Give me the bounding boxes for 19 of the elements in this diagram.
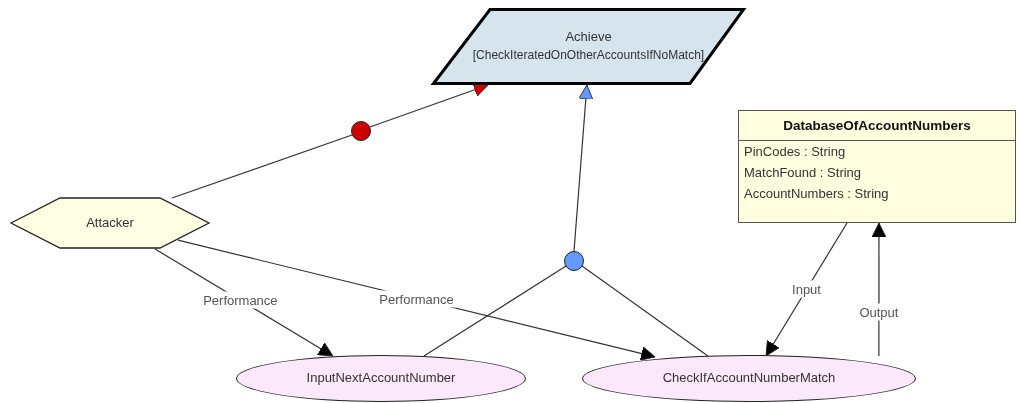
edge-label: Output: [857, 303, 901, 321]
class-box: [738, 110, 1016, 223]
edge-label: Input: [790, 280, 823, 298]
attribute-text: PinCodes : String: [743, 143, 847, 161]
goal-label: [CheckIteratedOnOtherAccountsIfNoMatch]: [472, 47, 705, 65]
task-label: InputNextAccountNumber: [306, 369, 456, 388]
class-name: DatabaseOfAccountNumbers: [739, 111, 1015, 141]
connector-arrow: [573, 84, 594, 252]
attribute-text: AccountNumbers : String: [743, 185, 890, 203]
task-label: CheckIfAccountNumberMatch: [662, 369, 836, 388]
connector-arrow: [765, 222, 848, 357]
junction-circle: [351, 121, 371, 141]
actor-label: Attacker: [86, 213, 134, 232]
goal-label: Achieve: [565, 28, 612, 47]
edge-label: Performance: [377, 290, 456, 307]
edge-label: Performance: [201, 291, 280, 309]
connector-arrow: [871, 222, 887, 357]
junction-circle: [564, 251, 584, 271]
attribute-text: MatchFound : String: [743, 164, 863, 182]
